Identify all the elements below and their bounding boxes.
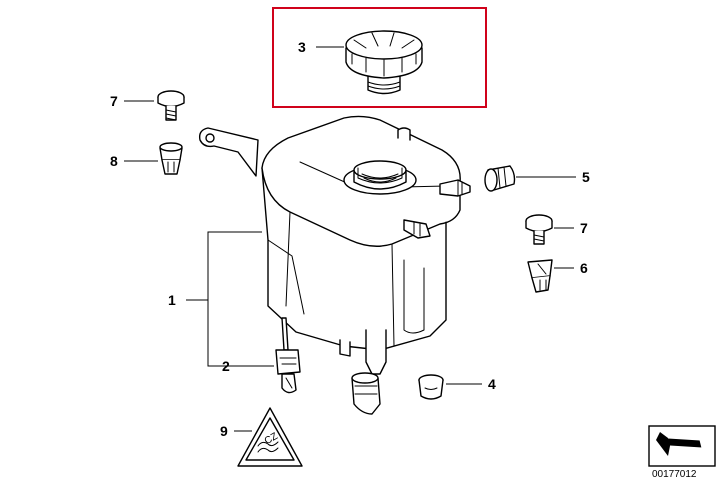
callout-3: 3 (298, 39, 306, 55)
part-5-grommet[interactable] (484, 165, 516, 192)
part-1-expansion-tank[interactable] (198, 115, 471, 415)
callout-4: 4 (488, 376, 496, 392)
callout-8: 8 (110, 153, 118, 169)
part-2-level-sensor[interactable] (275, 317, 301, 394)
callout-7-upper: 7 (110, 93, 118, 109)
part-9-warning-label[interactable] (237, 407, 303, 467)
part-3-cap[interactable] (345, 30, 423, 95)
callout-1: 1 (168, 292, 176, 308)
part-6-nut[interactable] (527, 259, 553, 293)
callout-9: 9 (220, 423, 228, 439)
arrow-icon (656, 432, 703, 456)
part-7-screw-upper[interactable] (157, 90, 185, 121)
diagram-id: 00177012 (652, 469, 697, 480)
callout-2: 2 (222, 358, 230, 374)
highlight-box (272, 7, 487, 108)
diagram-id-box (648, 425, 716, 467)
part-4-grommet[interactable] (418, 374, 444, 400)
callout-7-right: 7 (580, 220, 588, 236)
part-8-nut[interactable] (159, 142, 183, 175)
callout-5: 5 (582, 169, 590, 185)
callout-6: 6 (580, 260, 588, 276)
part-7-screw-right[interactable] (525, 214, 553, 245)
